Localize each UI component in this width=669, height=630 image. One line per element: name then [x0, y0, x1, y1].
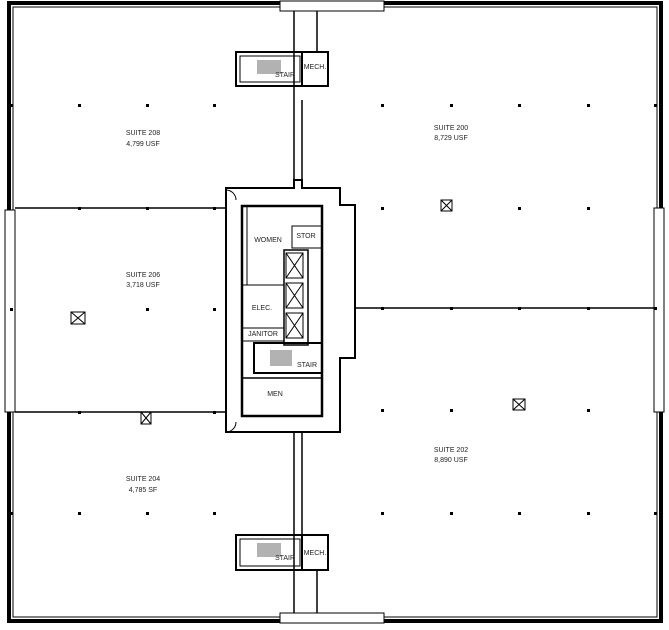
room-mech-top: MECH. [304, 64, 327, 71]
room-stair-core: STAIR [297, 362, 317, 369]
suite-200-label: SUITE 200 8,729 USF [434, 125, 468, 142]
elevator-icon [285, 252, 304, 339]
svg-text:SUITE 208: SUITE 208 [126, 130, 160, 137]
svg-text:SUITE 202: SUITE 202 [434, 447, 468, 454]
room-stair-top: STAIR [275, 72, 295, 79]
building-core [225, 179, 356, 433]
room-stor: STOR [296, 233, 315, 240]
room-men: MEN [267, 391, 283, 398]
room-mech-bottom: MECH. [304, 550, 327, 557]
svg-text:8,890 USF: 8,890 USF [434, 457, 467, 464]
suite-208-label: SUITE 208 4,799 USF [126, 130, 160, 148]
svg-text:4,799 USF: 4,799 USF [126, 141, 159, 148]
stair-mech-bottom [235, 534, 329, 571]
room-stair-bottom: STAIR [275, 555, 295, 562]
room-elec: ELEC. [252, 305, 272, 312]
exterior-wall [4, 0, 665, 624]
svg-text:SUITE 200: SUITE 200 [434, 125, 468, 132]
shaft-icon [70, 199, 526, 425]
structural-columns [10, 104, 657, 515]
svg-text:SUITE 204: SUITE 204 [126, 476, 160, 483]
stair-mech-top [235, 51, 329, 87]
suite-204-label: SUITE 204 4,785 SF [126, 476, 160, 494]
room-women: WOMEN [254, 237, 282, 244]
svg-text:3,718 USF: 3,718 USF [126, 282, 159, 289]
suite-206-label: SUITE 206 3,718 USF [126, 272, 160, 289]
svg-text:4,785 SF: 4,785 SF [129, 487, 157, 494]
suite-202-label: SUITE 202 8,890 USF [434, 447, 468, 464]
svg-text:SUITE 206: SUITE 206 [126, 272, 160, 279]
svg-text:8,729 USF: 8,729 USF [434, 135, 467, 142]
room-janitor: JANITOR [248, 331, 278, 338]
suite-walls [15, 11, 655, 613]
